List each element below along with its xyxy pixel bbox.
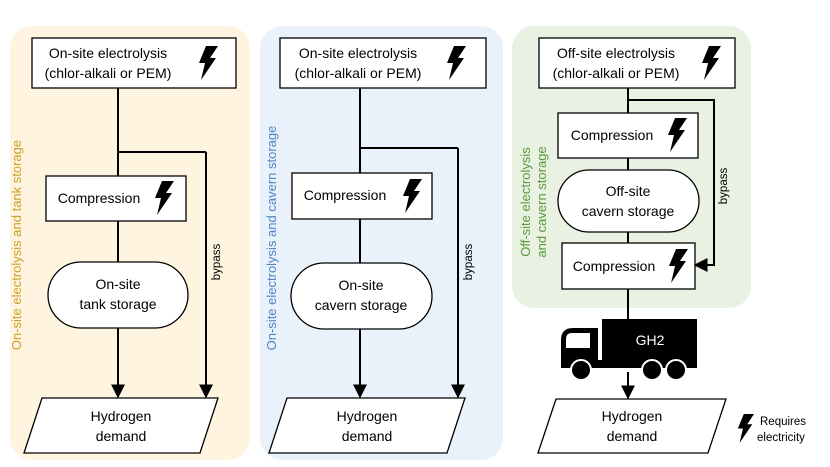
storage-pill [557, 169, 700, 233]
truck-wheel [665, 359, 687, 381]
panel-background [512, 26, 751, 308]
storage-label-line1: On-site [95, 276, 140, 292]
electrolysis-label-line2: (chlor-alkali or PEM) [295, 65, 422, 81]
demand-label-line1: Hydrogen [337, 408, 398, 424]
storage-label-line1: Off-site [606, 183, 651, 199]
demand-parallelogram [268, 397, 466, 454]
demand-label-line2: demand [607, 428, 658, 444]
truck-window [566, 333, 590, 348]
demand-label-line2: demand [96, 428, 147, 444]
electrolysis-label-line1: On-site electrolysis [299, 45, 417, 61]
legend: Requires electricity [737, 414, 806, 444]
demand-label-line2: demand [342, 428, 393, 444]
storage-pill [47, 261, 189, 329]
compression-label-bottom: Compression [573, 258, 655, 274]
panel-onsite-tank: On-site electrolysis and tank storage On… [9, 26, 250, 460]
storage-label-line2: tank storage [79, 296, 156, 312]
storage-label-line1: On-site [338, 277, 383, 293]
electrolysis-label-line2: (chlor-alkali or PEM) [553, 65, 680, 81]
legend-label-line2: electricity [757, 432, 805, 444]
bypass-label: bypass [211, 244, 223, 281]
panel-background [260, 26, 503, 460]
demand-label-line1: Hydrogen [602, 408, 663, 424]
truck-icon: GH2 [561, 319, 697, 381]
lightning-bolt-icon [737, 414, 754, 443]
truck-chassis [561, 360, 697, 368]
storage-label-line2: cavern storage [582, 203, 675, 219]
panel-onsite-cavern: On-site electrolysis and cavern storage … [260, 26, 503, 460]
compression-label: Compression [58, 190, 140, 206]
truck-wheel [641, 359, 663, 381]
electrolysis-label-line1: On-site electrolysis [49, 45, 167, 61]
truck-label: GH2 [636, 332, 665, 348]
electrolysis-label-line1: Off-site electrolysis [557, 45, 675, 61]
demand-parallelogram [537, 398, 727, 454]
bypass-label: bypass [463, 244, 475, 281]
panel-side-label: On-site electrolysis and cavern storage [264, 126, 279, 351]
panel-side-label-line2: and cavern storage [534, 146, 549, 257]
electrolysis-label-line2: (chlor-alkali or PEM) [45, 65, 172, 81]
demand-parallelogram [23, 397, 219, 454]
panel-offsite-cavern: Off-site electrolysis and cavern storage… [512, 26, 751, 454]
panel-background [10, 26, 250, 460]
compression-label-top: Compression [571, 127, 653, 143]
panel-side-label-line1: Off-site electrolysis [518, 147, 533, 257]
storage-label-line2: cavern storage [315, 297, 408, 313]
storage-pill [290, 262, 433, 330]
panel-side-label: On-site electrolysis and tank storage [9, 140, 24, 350]
demand-label-line1: Hydrogen [91, 408, 152, 424]
truck-trailer [602, 319, 697, 360]
bypass-label: bypass [718, 168, 730, 205]
bypass-arrow [628, 99, 715, 272]
legend-label-line1: Requires [760, 416, 806, 428]
truck-wheel [570, 359, 592, 381]
compression-label: Compression [304, 187, 386, 203]
